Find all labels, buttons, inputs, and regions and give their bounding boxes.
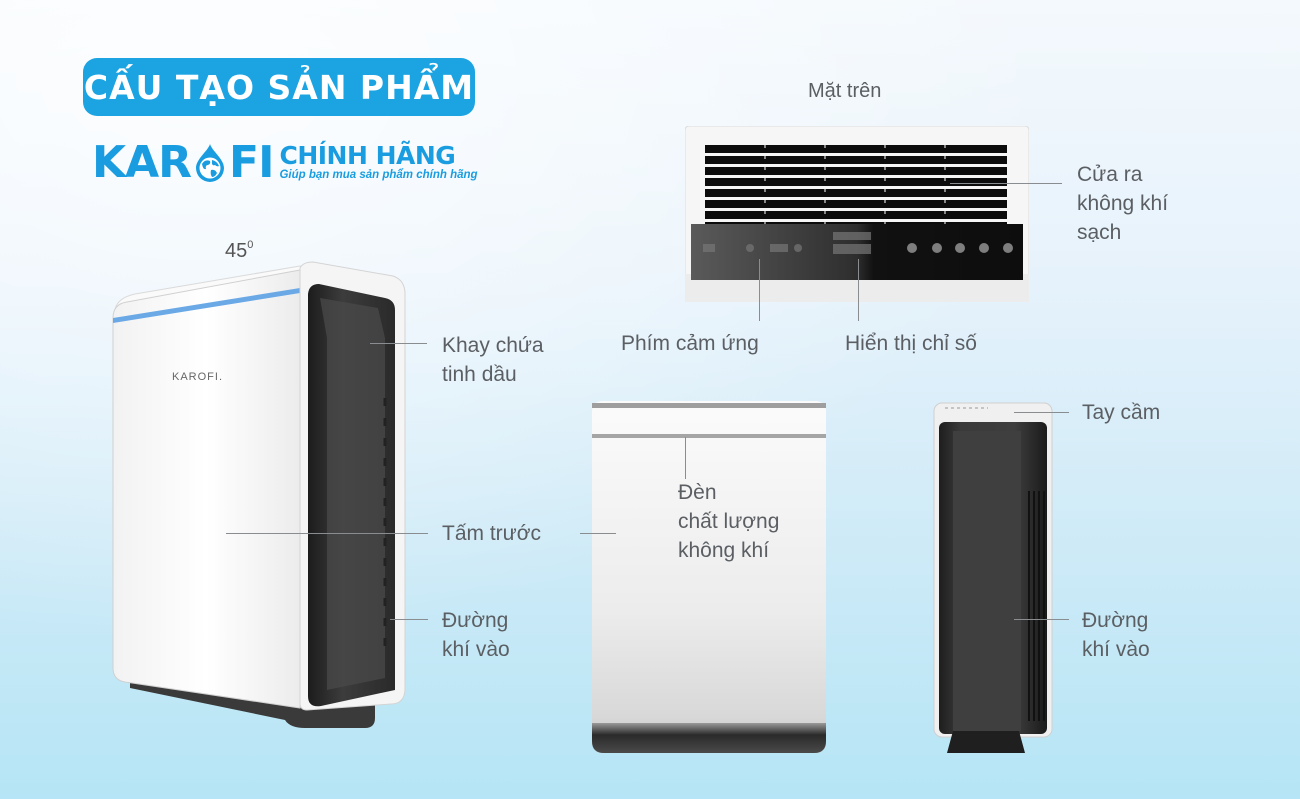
purifier-angled-view: KAROFI. — [95, 258, 415, 738]
brand-name-left: KAR — [92, 136, 192, 188]
brand-tag: CHÍNH HÃNG — [279, 140, 456, 170]
globe-drop-icon — [192, 143, 228, 183]
leader-line-air-outlet — [950, 183, 1062, 184]
label-display: Hiển thị chỉ số — [845, 332, 977, 355]
leader-line-handle — [1014, 412, 1069, 413]
leader-line-touch-keys — [759, 259, 760, 321]
brand-name-right: FI — [229, 136, 274, 188]
leader-line-display — [858, 259, 859, 321]
leader-line-front-panel-2 — [580, 533, 616, 534]
svg-text:KAROFI.: KAROFI. — [172, 371, 223, 383]
label-top-view-caption: Mặt trên — [808, 80, 882, 102]
label-touch-keys: Phím cảm ứng — [621, 332, 759, 355]
leader-line-air-inlet-angled — [390, 619, 428, 620]
section-title: CẤU TẠO SẢN PHẨM — [83, 67, 475, 107]
purifier-front-view — [592, 401, 826, 753]
brand-wordmark: KAR FI — [92, 136, 274, 188]
purifier-top-view — [684, 125, 1030, 303]
leader-line-quality-light — [685, 437, 686, 479]
brand-logo: KAR FI CHÍNH HÃNG Giúp bạn mua sản phẩm … — [92, 136, 478, 188]
label-front-panel: Tấm trước — [442, 522, 541, 545]
purifier-side-view — [933, 401, 1053, 755]
angle-label: 450 — [225, 239, 254, 262]
leader-line-front-panel — [226, 533, 428, 534]
leader-line-air-inlet-side — [1014, 619, 1069, 620]
label-handle: Tay cầm — [1082, 401, 1161, 424]
brand-slogan: Giúp bạn mua sản phẩm chính hãng — [279, 168, 478, 181]
leader-line-oil-tray — [370, 343, 427, 344]
section-title-banner: CẤU TẠO SẢN PHẨM — [83, 58, 475, 116]
